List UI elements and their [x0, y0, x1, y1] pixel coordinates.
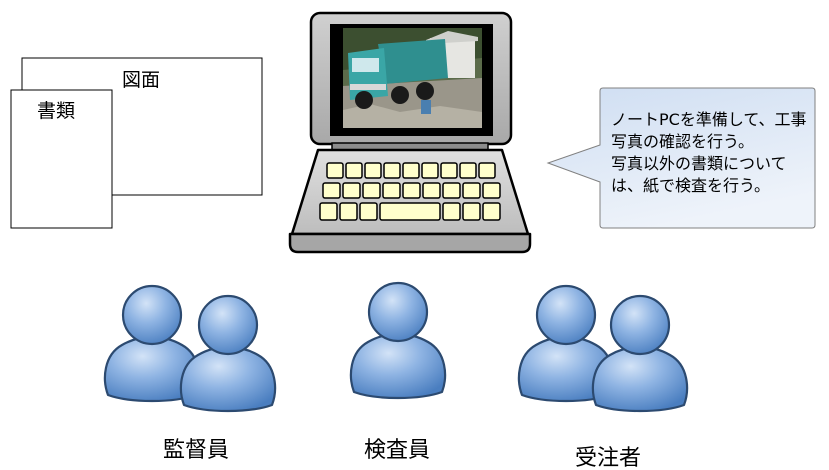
key [422, 182, 441, 199]
paper-document-label: 書類 [37, 100, 75, 122]
key [382, 182, 401, 199]
key [319, 202, 338, 221]
callout-line: 写真以外の書類について [611, 154, 787, 173]
key [478, 162, 496, 179]
callout-bubble [546, 87, 816, 229]
key [482, 202, 501, 221]
key [402, 162, 420, 179]
photo-truck-windshield [352, 58, 379, 72]
callout: ノートPCを準備して、工事 写真の確認を行う。 写真以外の書類について は、紙で… [546, 87, 816, 229]
people-group-label: 検査員 [364, 438, 430, 463]
laptop-icon [288, 11, 532, 254]
photo-truck-bed [378, 39, 448, 84]
drawing-document-label: 図面 [122, 69, 160, 91]
photo-truck-wheel [391, 86, 409, 104]
photo-barrel [421, 100, 431, 114]
laptop-base-front [288, 232, 532, 254]
people-group-inspector: 検査員 [349, 281, 447, 463]
documents: 図面 書類 [10, 57, 263, 229]
people-group-supervisor: 監督員 [103, 284, 277, 463]
people-group-label: 監督員 [163, 438, 229, 463]
dump-truck-photo [343, 28, 482, 128]
person-icon [349, 281, 447, 400]
photo-truck-wheel [355, 91, 373, 109]
key [326, 162, 344, 179]
key [364, 162, 382, 179]
space-key [379, 202, 441, 221]
key [383, 162, 401, 179]
key [339, 202, 358, 221]
photo-rubble [343, 104, 482, 128]
key [462, 182, 481, 199]
laptop-keyboard [319, 162, 501, 221]
key [482, 182, 501, 199]
paper-document: 書類 [10, 89, 113, 229]
photo-truck-wheel [416, 82, 434, 100]
callout-line: ノートPCを準備して、工事 [611, 110, 807, 129]
key [442, 202, 461, 221]
key [440, 162, 458, 179]
key [359, 202, 378, 221]
key [421, 162, 439, 179]
callout-line: 写真の確認を行う。 [611, 132, 754, 151]
key [345, 162, 363, 179]
key [459, 162, 477, 179]
paper-document-sheet [10, 89, 113, 229]
photo-truck-bumper [350, 84, 386, 90]
people-group-label: 受注者 [575, 446, 641, 470]
key [402, 182, 421, 199]
key [362, 182, 381, 199]
people-group-contractor: 受注者 [517, 284, 689, 470]
person-icon [179, 294, 277, 413]
callout-line: は、紙で検査を行う。 [611, 176, 770, 195]
key [342, 182, 361, 199]
key [442, 182, 461, 199]
key [462, 202, 481, 221]
key [322, 182, 341, 199]
